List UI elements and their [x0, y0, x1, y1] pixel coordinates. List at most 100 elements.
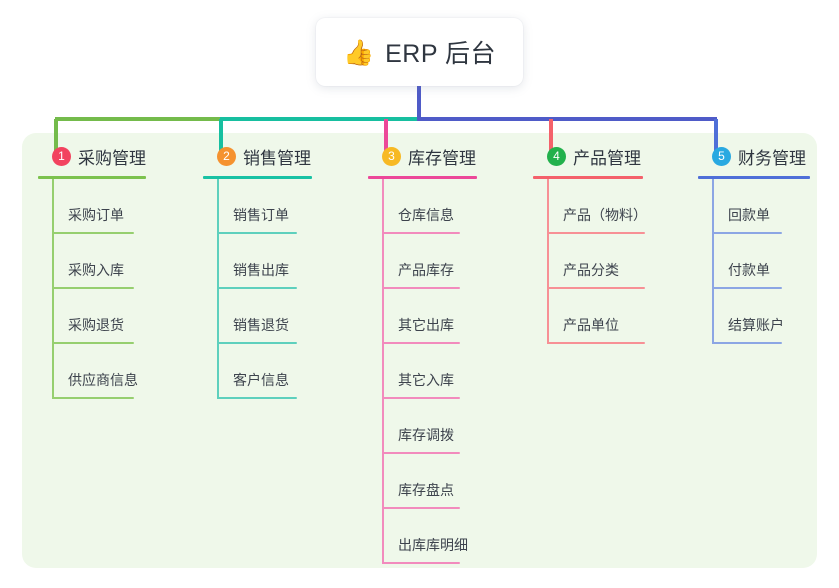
list-item-label: 产品库存 — [398, 262, 454, 278]
list-item-rule — [382, 342, 460, 344]
list-item[interactable]: 采购退货 — [38, 289, 188, 344]
column-stem-inventory-management — [382, 179, 384, 564]
list-item[interactable]: 销售订单 — [203, 179, 351, 234]
list-item[interactable]: 其它出库 — [368, 289, 516, 344]
list-item[interactable]: 出库库明细 — [368, 509, 516, 564]
list-item[interactable]: 库存盘点 — [368, 454, 516, 509]
column-header-rule-finance-management — [698, 176, 810, 179]
list-item-label: 产品分类 — [563, 262, 619, 278]
list-item-label: 销售出库 — [233, 262, 289, 278]
list-item[interactable]: 产品（物料） — [533, 179, 683, 234]
column-product-management: 4 产品管理产品（物料） 产品分类产品单位 — [533, 143, 683, 344]
list-item-rule — [712, 232, 782, 234]
list-item[interactable]: 采购订单 — [38, 179, 188, 234]
diagram-panel — [22, 133, 817, 568]
list-item-rule — [382, 232, 460, 234]
column-stem-product-management — [547, 179, 549, 344]
list-item[interactable]: 其它入库 — [368, 344, 516, 399]
list-item[interactable]: 产品分类 — [533, 234, 683, 289]
column-badge-2: 2 — [217, 146, 236, 166]
list-item[interactable]: 仓库信息 — [368, 179, 516, 234]
list-item-label: 销售退货 — [233, 317, 289, 333]
list-item-rule — [382, 287, 460, 289]
column-header-sales-management[interactable]: 2 销售管理 — [203, 143, 351, 169]
list-item-rule — [382, 562, 460, 564]
list-item-label: 采购入库 — [68, 262, 124, 278]
list-item-label: 采购退货 — [68, 317, 124, 333]
list-item[interactable]: 回款单 — [698, 179, 838, 234]
column-header-rule-sales-management — [203, 176, 312, 179]
item-list-purchase-management: 采购订单采购入库采购退货供应商信息 — [38, 179, 188, 399]
list-item[interactable]: 销售出库 — [203, 234, 351, 289]
column-badge-3: 3 — [382, 146, 401, 166]
item-list-finance-management: 回款单付款单结算账户 — [698, 179, 838, 344]
list-item-rule — [547, 342, 645, 344]
list-item-label: 采购订单 — [68, 207, 124, 223]
column-stem-finance-management — [712, 179, 714, 344]
column-header-product-management[interactable]: 4 产品管理 — [533, 143, 683, 169]
column-inventory-management: 3 库存管理仓库信息产品库存其它出库其它入库库存调拨库存盘点出库库明细 — [368, 143, 516, 564]
item-list-inventory-management: 仓库信息产品库存其它出库其它入库库存调拨库存盘点出库库明细 — [368, 179, 516, 564]
column-header-rule-purchase-management — [38, 176, 146, 179]
column-title-purchase-management: 采购管理 — [78, 148, 146, 168]
list-item-label: 出库库明细 — [398, 537, 468, 553]
list-item-label: 产品单位 — [563, 317, 619, 333]
list-item[interactable]: 付款单 — [698, 234, 838, 289]
list-item-label: 结算账户 — [728, 317, 784, 333]
list-item-label: 库存调拨 — [398, 427, 454, 443]
list-item[interactable]: 产品库存 — [368, 234, 516, 289]
list-item-rule — [217, 287, 297, 289]
list-item-rule — [217, 342, 297, 344]
list-item-rule — [52, 397, 134, 399]
column-title-product-management: 产品管理 — [573, 148, 641, 168]
list-item-rule — [712, 287, 782, 289]
root-title: ERP 后台 — [385, 40, 497, 68]
list-item-rule — [382, 507, 460, 509]
list-item[interactable]: 客户信息 — [203, 344, 351, 399]
list-item[interactable]: 结算账户 — [698, 289, 838, 344]
list-item-rule — [547, 287, 645, 289]
list-item-rule — [217, 232, 297, 234]
list-item[interactable]: 供应商信息 — [38, 344, 188, 399]
column-badge-5: 5 — [712, 146, 731, 166]
list-item-label: 仓库信息 — [398, 207, 454, 223]
list-item-rule — [712, 342, 782, 344]
column-header-rule-product-management — [533, 176, 643, 179]
column-title-sales-management: 销售管理 — [243, 148, 311, 168]
list-item[interactable]: 采购入库 — [38, 234, 188, 289]
column-badge-4: 4 — [547, 146, 566, 166]
item-list-product-management: 产品（物料） 产品分类产品单位 — [533, 179, 683, 344]
column-sales-management: 2 销售管理销售订单销售出库销售退货客户信息 — [203, 143, 351, 399]
column-title-inventory-management: 库存管理 — [408, 148, 476, 168]
list-item-rule — [52, 342, 134, 344]
list-item-label: 产品（物料） — [563, 207, 647, 223]
list-item-rule — [382, 397, 460, 399]
list-item-rule — [382, 452, 460, 454]
list-item-label: 回款单 — [728, 207, 770, 223]
column-stem-purchase-management — [52, 179, 54, 399]
column-finance-management: 5 财务管理回款单付款单结算账户 — [698, 143, 838, 344]
column-header-rule-inventory-management — [368, 176, 477, 179]
list-item-label: 客户信息 — [233, 372, 289, 388]
column-header-finance-management[interactable]: 5 财务管理 — [698, 143, 838, 169]
list-item-label: 供应商信息 — [68, 372, 138, 388]
list-item-rule — [52, 232, 134, 234]
list-item-label: 其它入库 — [398, 372, 454, 388]
column-title-finance-management: 财务管理 — [738, 148, 806, 168]
root-node[interactable]: 👍 ERP 后台 — [316, 18, 523, 86]
list-item-label: 付款单 — [728, 262, 770, 278]
column-header-inventory-management[interactable]: 3 库存管理 — [368, 143, 516, 169]
column-stem-sales-management — [217, 179, 219, 399]
list-item[interactable]: 产品单位 — [533, 289, 683, 344]
list-item-rule — [217, 397, 297, 399]
thumbs-up-icon: 👍 — [342, 38, 375, 67]
list-item-rule — [547, 232, 645, 234]
list-item-label: 销售订单 — [233, 207, 289, 223]
item-list-sales-management: 销售订单销售出库销售退货客户信息 — [203, 179, 351, 399]
list-item[interactable]: 库存调拨 — [368, 399, 516, 454]
list-item-label: 其它出库 — [398, 317, 454, 333]
list-item[interactable]: 销售退货 — [203, 289, 351, 344]
